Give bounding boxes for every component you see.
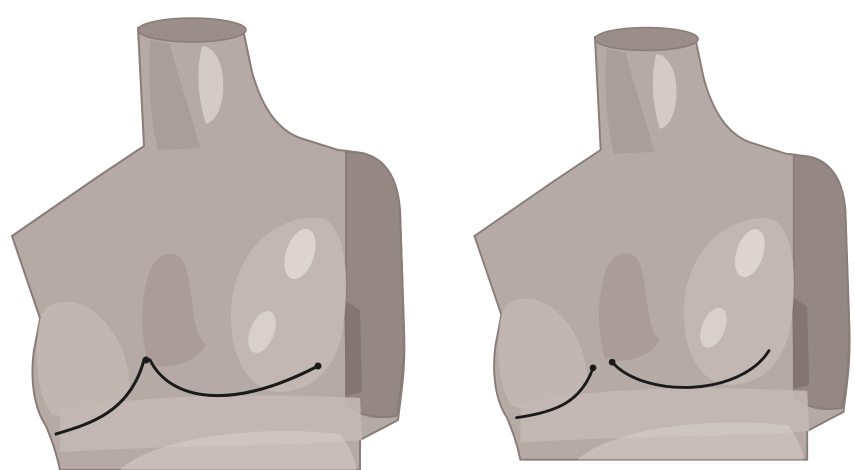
neck-top bbox=[138, 18, 246, 42]
dress-form-right bbox=[463, 0, 855, 470]
dress-form-left bbox=[0, 0, 410, 470]
seam-point-end bbox=[315, 363, 322, 370]
seam-point-center bbox=[143, 357, 150, 364]
seam-point-side bbox=[590, 365, 597, 372]
neck-top bbox=[595, 28, 698, 51]
armhole-strip bbox=[344, 300, 362, 396]
seam-point-start bbox=[609, 359, 616, 366]
armhole-strip bbox=[792, 297, 809, 389]
